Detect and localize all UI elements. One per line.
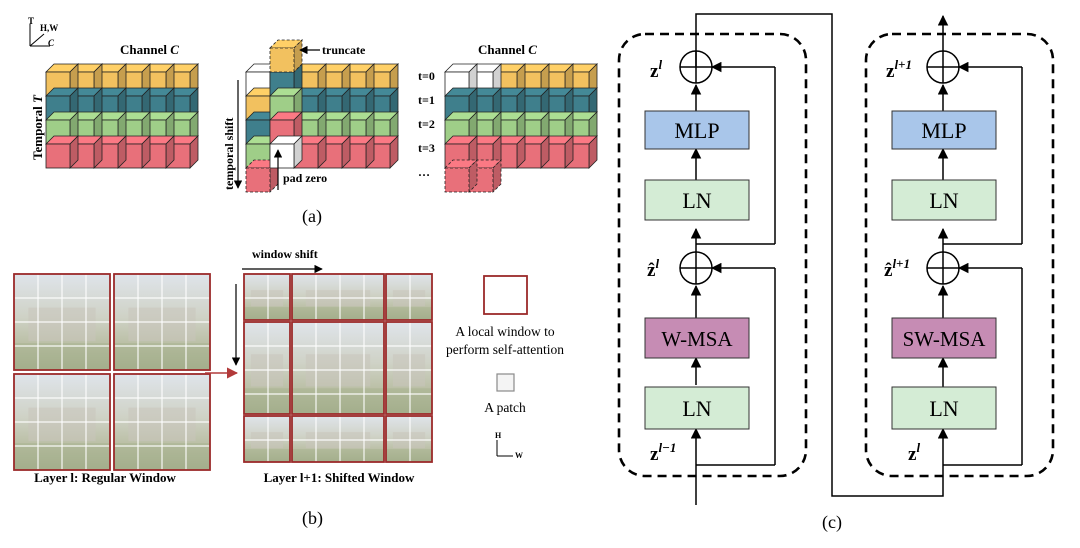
block2-mlp xyxy=(891,110,997,150)
caption-a: (a) xyxy=(302,206,322,227)
time-label: … xyxy=(418,165,430,179)
local-window xyxy=(13,273,111,371)
legend-window-line2: perform self-attention xyxy=(446,342,564,357)
block1-z-out: zl xyxy=(650,57,662,82)
window-shift-label: window shift xyxy=(252,247,318,261)
axis-hw-label: H,W xyxy=(40,23,58,33)
tensor-cell-overflow xyxy=(444,159,478,193)
local-window xyxy=(113,373,211,471)
shifted-window xyxy=(385,273,433,321)
hw-axes-icon: H W xyxy=(495,431,523,460)
local-window xyxy=(113,273,211,371)
block2: MLP LN SW-MSA LN zl+1 ẑl+1 zl xyxy=(884,14,1023,466)
tensor-cell-shift-up xyxy=(269,135,303,169)
shifted-tensor-block xyxy=(245,39,399,193)
axis-t-label: T xyxy=(28,16,34,26)
panel-b: window shift A local window to perform s… xyxy=(13,247,564,529)
caption-c: (c) xyxy=(822,512,842,533)
block1-ln-top xyxy=(644,179,750,221)
block2-ln-bottom-label: LN xyxy=(929,396,958,421)
block2-z-hat: ẑl+1 xyxy=(884,256,910,281)
time-label: t=2 xyxy=(418,117,435,131)
shifted-window xyxy=(291,273,385,321)
shifted-window xyxy=(291,415,385,463)
channel-label-right: Channel C xyxy=(478,42,537,57)
block2-z-in: zl xyxy=(908,440,920,465)
block1-ln-bottom-label: LN xyxy=(682,396,711,421)
panel-a: T H,W C Channel C Temporal T truncate pa… xyxy=(28,16,598,227)
legend-patch-swatch xyxy=(496,373,515,392)
layer-l-caption: Layer l: Regular Window xyxy=(34,470,176,485)
truncate-label: truncate xyxy=(322,43,366,57)
block2-ln-top-label: LN xyxy=(929,188,958,213)
block1-add-bottom xyxy=(679,251,713,285)
left-tensor-block xyxy=(45,63,199,169)
panel-c: MLP LN W-MSA LN zl ẑl zl−1 xyxy=(617,13,1055,533)
block1-container xyxy=(617,32,808,478)
block2-msa xyxy=(891,317,997,359)
axis-w-label: W xyxy=(515,451,523,460)
time-label: t=3 xyxy=(418,141,435,155)
legend-window-line1: A local window to xyxy=(455,324,555,339)
temporal-shift-label: temporal shift xyxy=(222,118,236,190)
block2-z-out: zl+1 xyxy=(886,57,912,82)
axes-icon: T H,W C xyxy=(28,16,58,48)
axis-c-label: C xyxy=(48,38,55,48)
time-label: t=1 xyxy=(418,93,435,107)
legend-patch-label: A patch xyxy=(484,400,526,415)
block1-mlp-label: MLP xyxy=(674,118,719,143)
local-window xyxy=(13,373,111,471)
block2-ln-bottom xyxy=(891,386,997,430)
channel-label-left: Channel C xyxy=(120,42,179,57)
tensor-cell xyxy=(45,135,79,169)
shifted-window xyxy=(243,273,291,321)
block2-ln-top xyxy=(891,179,997,221)
block1-msa xyxy=(644,317,750,359)
block1: MLP LN W-MSA LN zl ẑl zl−1 xyxy=(644,50,776,505)
inter-block-connector xyxy=(695,13,949,497)
block2-container xyxy=(864,32,1055,478)
block2-msa-label: SW-MSA xyxy=(903,327,987,351)
right-tensor-block xyxy=(444,63,598,193)
block1-z-in: zl−1 xyxy=(650,440,676,465)
axis-h-label: H xyxy=(495,431,502,440)
pad-zero-label: pad zero xyxy=(283,171,327,185)
block1-msa-label: W-MSA xyxy=(661,327,733,351)
block1-z-hat: ẑl xyxy=(647,256,659,281)
shifted-window xyxy=(243,321,291,415)
time-label: t=0 xyxy=(418,69,435,83)
shifted-window xyxy=(291,321,385,415)
block1-ln-top-label: LN xyxy=(682,188,711,213)
block2-mlp-label: MLP xyxy=(921,118,966,143)
shifted-window-grid xyxy=(243,273,433,463)
regular-window-grid xyxy=(13,273,211,471)
shifted-window xyxy=(385,321,433,415)
tensor-cell-shift-up xyxy=(269,87,303,121)
block2-add-bottom xyxy=(926,251,960,285)
temporal-label: Temporal T xyxy=(30,94,45,160)
caption-b: (b) xyxy=(302,508,323,529)
block2-add-top xyxy=(926,50,960,84)
layer-l1-caption: Layer l+1: Shifted Window xyxy=(264,470,415,485)
shifted-window xyxy=(385,415,433,463)
time-step-labels: t=0 t=1 t=2 t=3 … xyxy=(418,69,435,179)
shifted-window xyxy=(243,415,291,463)
tensor-cell-truncated xyxy=(269,39,303,73)
block1-ln-bottom xyxy=(644,386,750,430)
block1-mlp xyxy=(644,110,750,150)
legend-window-swatch xyxy=(483,275,528,315)
